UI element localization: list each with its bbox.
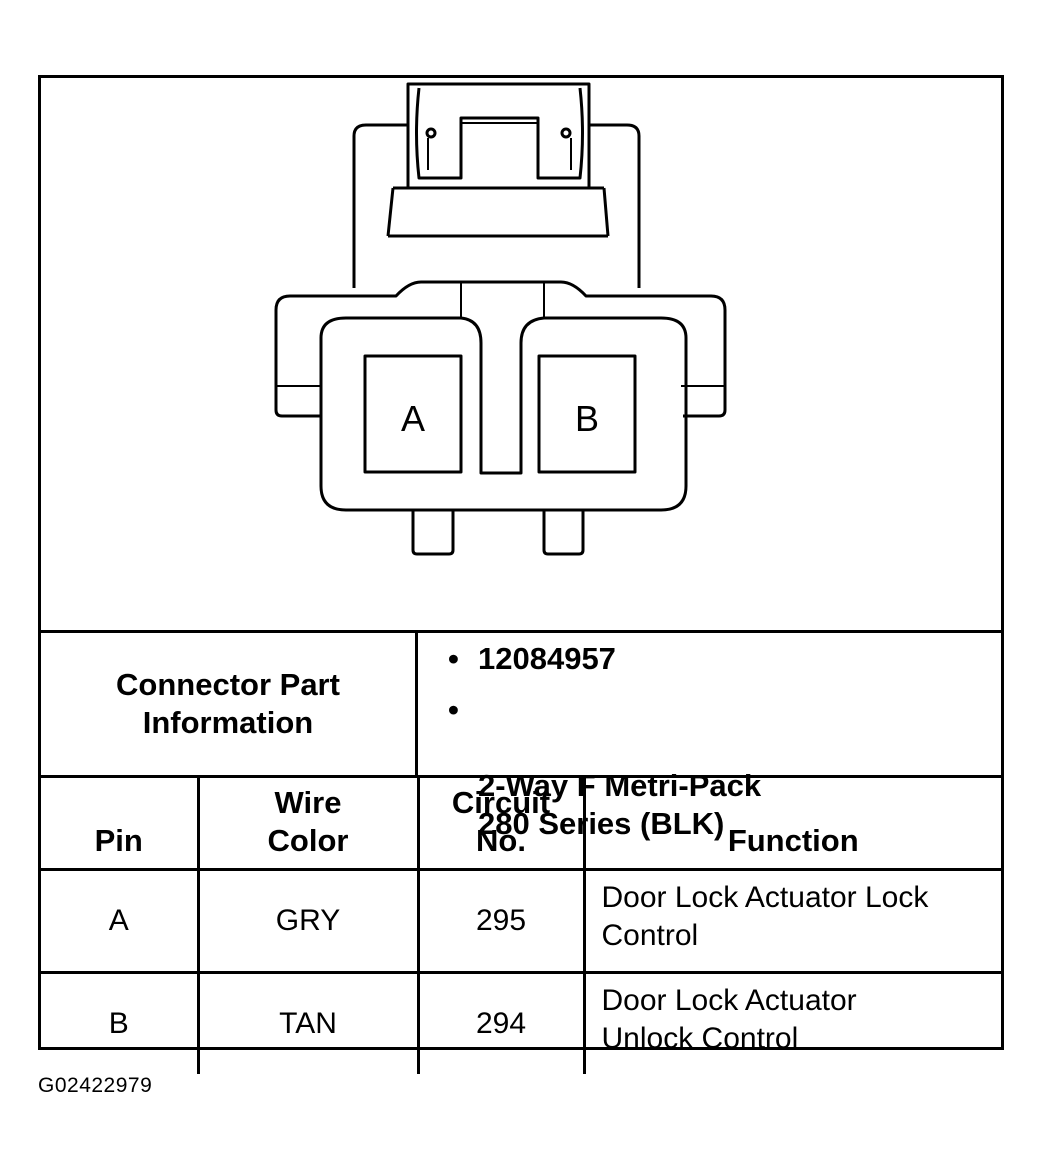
connector-figure: A B Connector Part Information • 1208495…: [38, 75, 1004, 1074]
figure-id: G02422979: [38, 1074, 153, 1097]
connector-face-diagram: A B: [274, 82, 727, 556]
cavity-a: [363, 354, 463, 474]
table-row: A GRY 295 Door Lock Actuator Lock Contro…: [41, 868, 1001, 974]
function-cell: Door Lock Actuator Unlock Control: [582, 971, 1001, 1074]
function-cell: Door Lock Actuator Lock Control: [582, 868, 1001, 974]
wire-color-cell: TAN: [196, 971, 420, 1074]
cavity-b: [537, 354, 637, 474]
header-circuit: Circuit No.: [416, 776, 586, 871]
bullet-icon: •: [448, 641, 459, 676]
table-row: B TAN 294 Door Lock Actuator Unlock Cont…: [41, 971, 1001, 1074]
connector-body: [274, 280, 727, 556]
header-function: Function: [582, 776, 1001, 871]
header-wire-color: Wire Color: [196, 776, 420, 871]
bullet-icon: •: [448, 692, 459, 727]
connector-part-info-items: • 12084957 • 2-Way F Metri-Pack 280 Seri…: [418, 633, 1001, 841]
pin-b-label: B: [575, 398, 599, 439]
locking-tab: [352, 82, 641, 288]
part-number: • 12084957: [448, 641, 616, 676]
pin-table-header: Pin Wire Color Circuit No. Function: [41, 776, 1001, 871]
wire-color-cell: GRY: [196, 868, 420, 974]
circuit-cell: 294: [416, 971, 586, 1074]
circuit-cell: 295: [416, 868, 586, 974]
connector-part-info-label: Connector Part Information: [41, 633, 418, 775]
header-pin: Pin: [41, 776, 200, 871]
pin-table: Pin Wire Color Circuit No. Function A GR…: [41, 775, 1001, 1074]
pin-a-label: A: [401, 398, 425, 439]
pin-cell: A: [41, 868, 200, 974]
pin-cell: B: [41, 971, 200, 1074]
connector-part-info: Connector Part Information • 12084957 • …: [41, 630, 1001, 841]
